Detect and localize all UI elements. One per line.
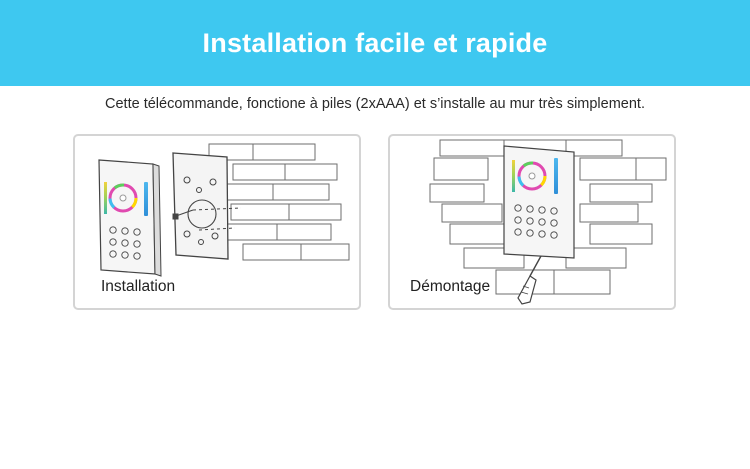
screw-lines — [172, 207, 242, 231]
header-banner: Installation facile et rapide — [0, 0, 750, 86]
brick-wall — [208, 143, 350, 261]
installation-panel: Installation — [73, 134, 361, 310]
remote-control — [503, 145, 575, 259]
screwdriver-icon — [517, 255, 542, 305]
wall-install-illustration — [98, 143, 350, 277]
wall-remove-illustration — [429, 139, 667, 305]
mounting-plate — [172, 152, 229, 260]
description-text: Cette télécommande, fonctione à piles (2… — [105, 96, 645, 112]
remote-control — [98, 159, 162, 277]
page-title: Installation facile et rapide — [202, 28, 548, 58]
installation-label: Installation — [101, 278, 176, 295]
removal-panel: Démontage — [388, 134, 676, 310]
removal-label: Démontage — [410, 278, 491, 295]
